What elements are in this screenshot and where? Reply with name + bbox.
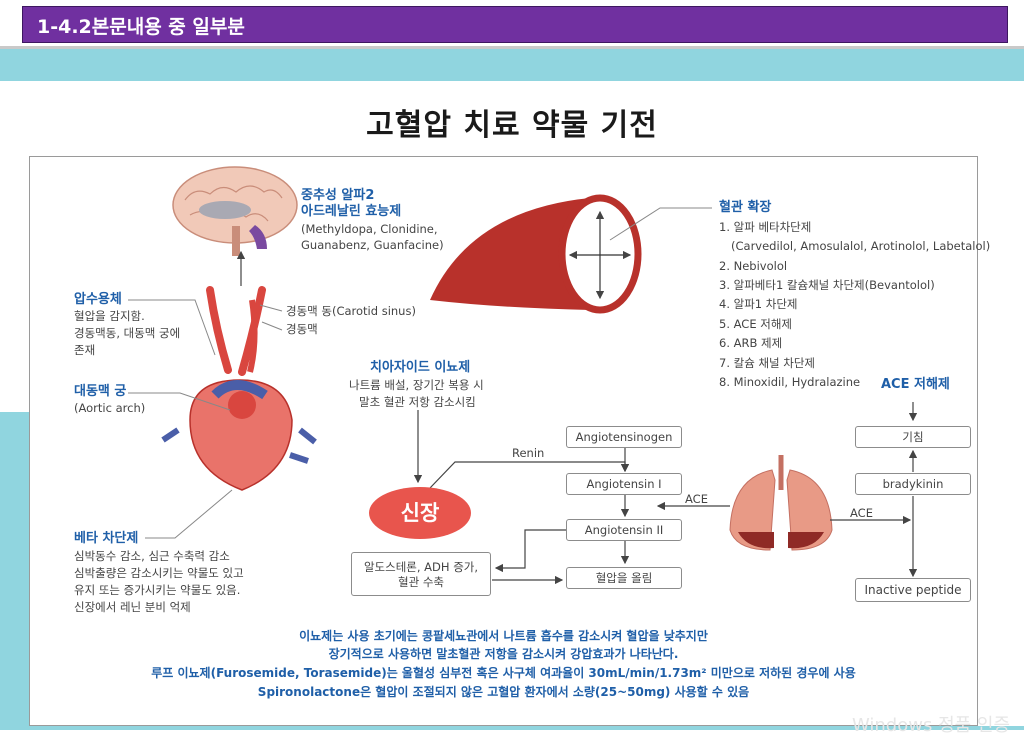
- blood-vessel-icon: [430, 194, 642, 314]
- baroreceptor-line2: 경동맥동, 대동맥 궁에: [74, 326, 181, 340]
- note-line: 루프 이뇨제(Furosemide, Torasemide)는 울혈성 심부전 …: [151, 666, 856, 680]
- vasodilation-title: 혈관 확장: [719, 200, 772, 215]
- central-agonist-drugs: (Methyldopa, Clonidine,: [301, 222, 438, 236]
- beta-blocker-line1: 심박동수 감소, 심근 수축력 감소: [74, 549, 230, 563]
- thiazide-line2: 말초 혈관 저항 감소시킴: [359, 395, 476, 409]
- vaso-item: 1. 알파 베타차단제: [719, 220, 812, 234]
- beta-blocker-line4: 신장에서 레닌 분비 억제: [74, 600, 191, 614]
- aortic-arch-sub: (Aortic arch): [74, 401, 146, 415]
- baroreceptor-line1: 혈압을 감지함.: [74, 309, 145, 323]
- vaso-item: 5. ACE 저해제: [719, 317, 792, 331]
- vaso-item: 2. Nebivolol: [719, 259, 788, 273]
- note-line: Spironolactone은 혈압이 조절되지 않은 고혈압 환자에서 소량(…: [257, 685, 750, 699]
- baroreceptor-title: 압수용체: [74, 292, 122, 307]
- section-title: 1-4.2본문내용 중 일부분: [37, 16, 245, 38]
- vaso-item: (Carvedilol, Amosulalol, Arotinolol, Lab…: [731, 239, 991, 253]
- angiotensin1-box: Angiotensin I: [566, 473, 682, 495]
- beta-blocker-title: 베타 차단제: [74, 531, 139, 546]
- carotid-sinus-label: 경동맥 동(Carotid sinus): [286, 304, 416, 318]
- ace-inhibitor-title: ACE 저해제: [881, 377, 950, 392]
- heart-icon: [161, 286, 317, 491]
- slide-title: 고혈압 치료 약물 기전: [366, 108, 658, 143]
- bp-up-box: 혈압을 올림: [566, 567, 682, 589]
- aldosterone-line1: 알도스테론, ADH 증가,: [363, 560, 479, 574]
- section-header: 1-4.2본문내용 중 일부분: [22, 6, 1008, 43]
- cough-box: 기침: [855, 426, 971, 448]
- vaso-item: 3. 알파베타1 칼슘채널 차단제(Bevantolol): [719, 278, 935, 292]
- windows-activation-watermark: Windows 정품 인증: [852, 715, 1011, 736]
- angiotensin2-box: Angiotensin II: [566, 519, 682, 541]
- note-line: 장기적으로 사용하면 말초혈관 저항을 감소시켜 강압효과가 나타난다.: [328, 647, 679, 661]
- panel-extension: [978, 156, 1024, 726]
- vaso-item: 6. ARB 제제: [719, 336, 783, 350]
- aldosterone-line2: 혈관 수축: [398, 575, 444, 589]
- note-line: 이뇨제는 사용 초기에는 콩팥세뇨관에서 나트륨 흡수를 감소시켜 혈압을 낮추…: [299, 629, 708, 643]
- aortic-arch-title: 대동맥 궁: [74, 384, 127, 399]
- inactive-peptide-box: Inactive peptide: [855, 578, 971, 602]
- ace-label: ACE: [685, 492, 708, 506]
- renin-label: Renin: [512, 446, 545, 460]
- beta-blocker-line2: 심박출량은 감소시키는 약물도 있고: [74, 566, 244, 580]
- thiazide-title: 치아자이드 이뇨제: [370, 360, 471, 375]
- leader-lines: [128, 299, 283, 539]
- beta-blocker-line3: 유지 또는 증가시키는 약물도 있음.: [74, 583, 241, 597]
- bradykinin-box: bradykinin: [855, 473, 971, 495]
- teal-band: [0, 49, 1024, 81]
- central-agonist-title2: 아드레날린 효능제: [301, 204, 402, 219]
- baroreceptor-line3: 존재: [74, 343, 96, 357]
- kidney-node: 신장: [369, 487, 471, 539]
- central-agonist-title: 중추성 알파2: [301, 188, 375, 203]
- brain-icon: [172, 166, 298, 256]
- vaso-item: 4. 알파1 차단제: [719, 297, 798, 311]
- vaso-item: 7. 칼슘 채널 차단제: [719, 356, 815, 370]
- angiotensinogen-box: Angiotensinogen: [566, 426, 682, 448]
- carotid-label: 경동맥: [286, 322, 318, 336]
- lungs-icon: [729, 455, 833, 551]
- divider: [0, 46, 1024, 49]
- thiazide-line1: 나트륨 배설, 장기간 복용 시: [349, 378, 484, 392]
- vaso-item: 8. Minoxidil, Hydralazine: [719, 375, 861, 389]
- aldosterone-box: 알도스테론, ADH 증가, 혈관 수축: [351, 552, 491, 596]
- ace-label-right: ACE: [850, 506, 873, 520]
- central-agonist-drugs2: Guanabenz, Guanfacine): [301, 238, 444, 252]
